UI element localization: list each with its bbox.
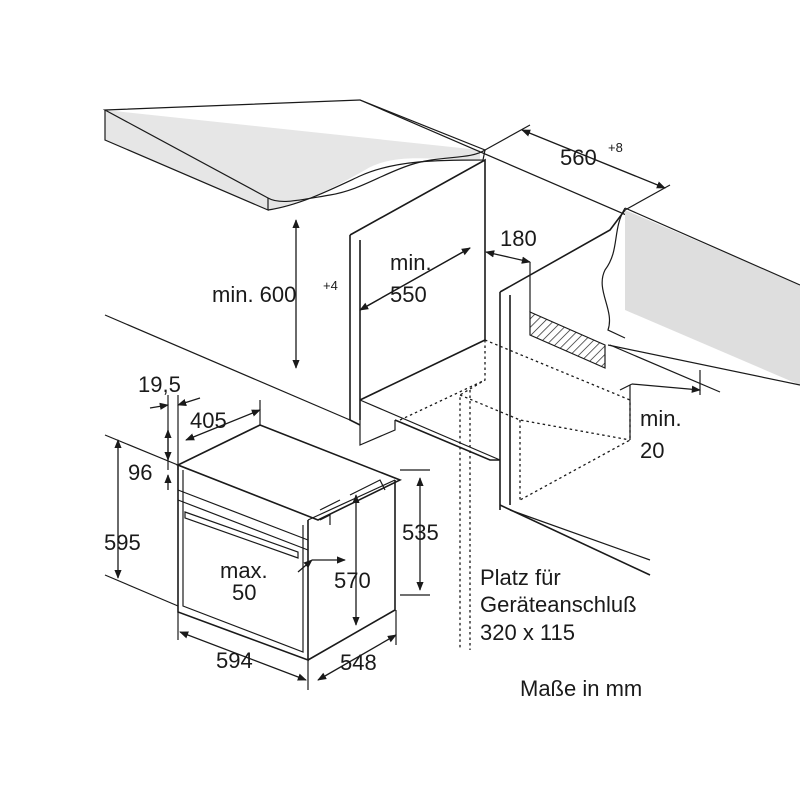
connection-line1: Platz für — [480, 565, 561, 590]
width-label: 594 — [216, 648, 253, 673]
width-niche-sup: +8 — [608, 140, 623, 155]
depth-min-line2: 550 — [390, 282, 427, 307]
niche-cabinet — [349, 158, 651, 576]
connection-line2: Geräteanschluß — [480, 592, 637, 617]
depth-label: 548 — [340, 650, 377, 675]
oven — [176, 424, 402, 662]
handle-line1: max. — [220, 558, 268, 583]
vent-opening — [529, 300, 606, 369]
height-niche-label: min. 600 — [212, 282, 296, 307]
gap-line1: min. — [640, 406, 682, 431]
top-depth-label: 405 — [190, 408, 227, 433]
units-note: Maße in mm — [520, 676, 642, 701]
right-cabinet-top — [601, 207, 800, 386]
total-height-label: 595 — [104, 530, 141, 555]
height-niche-sup: +4 — [323, 278, 338, 293]
vent-depth-label: 180 — [500, 226, 537, 251]
handle-offset-label: 96 — [128, 460, 152, 485]
dimension-labels: 560 +8 min. 600 +4 min. 550 180 min. 20 … — [104, 140, 682, 701]
body-height-label: 535 — [402, 520, 439, 545]
front-offset-label: 19,5 — [138, 372, 181, 397]
handle-line2: 50 — [232, 580, 256, 605]
floor-lines — [104, 314, 721, 607]
inner-height-label: 570 — [334, 568, 371, 593]
width-niche-label: 560 — [560, 145, 597, 170]
gap-line2: 20 — [640, 438, 664, 463]
depth-min-line1: min. — [390, 250, 432, 275]
connection-line3: 320 x 115 — [480, 620, 575, 645]
dimension-lines — [114, 124, 701, 690]
